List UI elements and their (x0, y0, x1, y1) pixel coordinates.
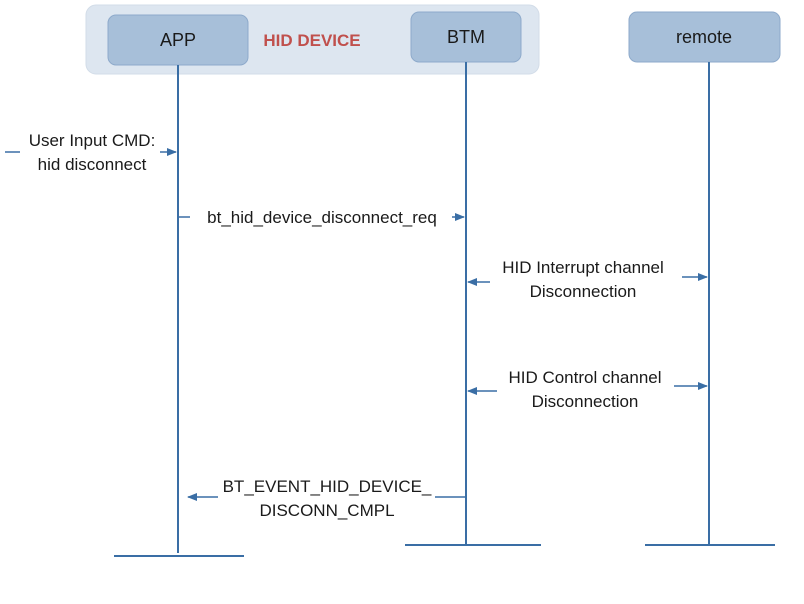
message-3-label-line2: Disconnection (530, 282, 637, 301)
actor-remote: remote (628, 11, 781, 63)
actor-app-label: APP (160, 30, 196, 50)
message-5-label-line2: DISCONN_CMPL (259, 501, 394, 520)
group-label: HID DEVICE (263, 31, 360, 50)
actor-remote-label: remote (676, 27, 732, 47)
message-5-label-line1: BT_EVENT_HID_DEVICE_ (223, 477, 432, 496)
actor-btm: BTM (410, 11, 522, 63)
message-1-label-line2: hid disconnect (38, 155, 147, 174)
actor-btm-label: BTM (447, 27, 485, 47)
message-4-label-line1: HID Control channel (508, 368, 661, 387)
message-2-label: bt_hid_device_disconnect_req (207, 208, 437, 227)
actor-app: APP (107, 14, 249, 66)
message-4-label-line2: Disconnection (532, 392, 639, 411)
message-3-label-line1: HID Interrupt channel (502, 258, 664, 277)
message-1-label-line1: User Input CMD: (29, 131, 156, 150)
